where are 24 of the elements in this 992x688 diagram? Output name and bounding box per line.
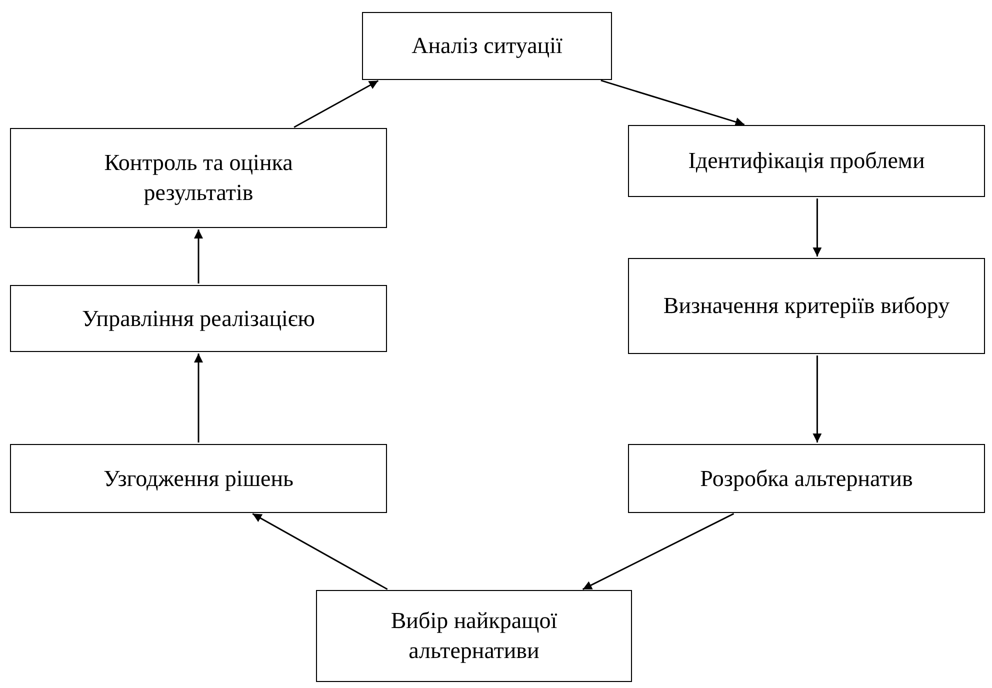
arrow — [582, 513, 734, 590]
step-label: Узгодження рішень — [103, 464, 294, 493]
arrow — [812, 356, 822, 442]
arrow — [194, 354, 203, 442]
process-box — [316, 590, 632, 682]
arrow — [294, 80, 379, 128]
arrow — [194, 230, 203, 284]
step-label: Управління реалізацією — [82, 304, 315, 333]
process-box — [628, 258, 985, 354]
step-label: Розробка альтернатив — [700, 464, 913, 493]
process-box — [10, 285, 387, 352]
step-label: Аналіз ситуації — [412, 32, 562, 60]
process-box — [10, 128, 387, 228]
process-box — [10, 444, 387, 513]
step-label: Контроль та оцінка результатів — [103, 149, 294, 207]
step-label: Вибір найкращої альтернативи — [390, 607, 558, 665]
arrow — [252, 513, 388, 590]
process-box — [628, 444, 985, 513]
process-box — [362, 12, 612, 80]
process-box — [628, 125, 985, 197]
step-label: Ідентифікація проблеми — [688, 147, 925, 176]
arrow — [812, 198, 822, 256]
arrow — [600, 80, 745, 126]
step-label: Визначення критеріїв вибору — [663, 292, 950, 320]
